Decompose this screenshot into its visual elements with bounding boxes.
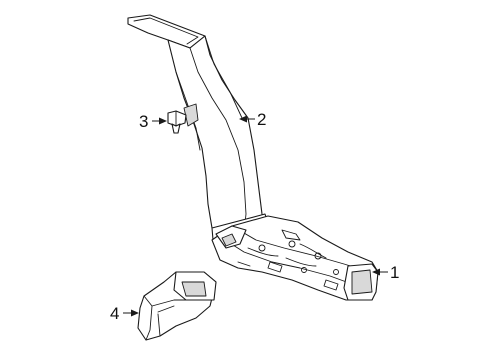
callout-number-1: 1 — [390, 263, 399, 282]
pin-fastener-part-3 — [167, 110, 187, 134]
callout-number-2: 2 — [257, 110, 266, 129]
floor-duct-part-1 — [211, 215, 379, 301]
callout-2: 2 — [239, 110, 266, 129]
callout-1: 1 — [372, 263, 399, 282]
outlet-duct-part-4 — [137, 271, 217, 341]
arrow-head-2 — [239, 115, 247, 123]
callout-number-4: 4 — [110, 304, 119, 323]
arrow-head-4 — [131, 309, 139, 317]
arrow-head-1 — [372, 268, 380, 276]
callout-3: 3 — [139, 112, 167, 131]
callout-number-3: 3 — [139, 112, 148, 131]
callout-4: 4 — [110, 304, 139, 323]
arrow-head-3 — [159, 117, 167, 125]
duct-part-2 — [127, 14, 270, 247]
